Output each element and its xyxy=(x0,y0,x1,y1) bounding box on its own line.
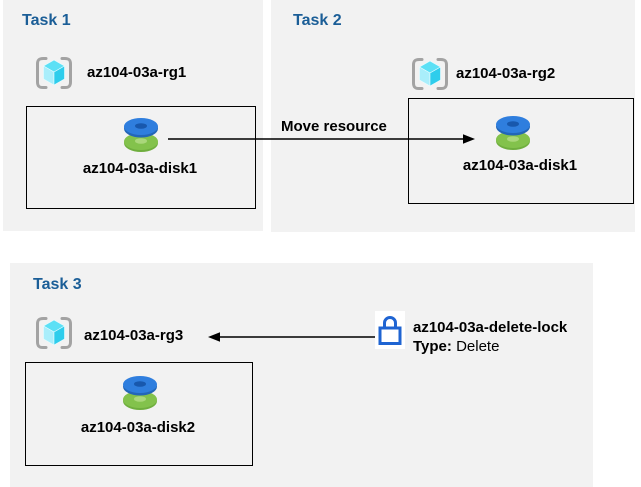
lock-icon xyxy=(375,311,405,349)
move-resource-label: Move resource xyxy=(281,118,387,135)
task2-title: Task 2 xyxy=(293,12,342,29)
lock-type-label: Type: xyxy=(413,338,452,355)
task3-title: Task 3 xyxy=(33,276,82,293)
task1-panel xyxy=(3,0,263,231)
lock-name: az104-03a-delete-lock xyxy=(413,319,568,336)
task3-panel xyxy=(10,263,593,487)
task1-resource-group-label: az104-03a-rg1 xyxy=(87,64,187,81)
disk-icon xyxy=(119,115,163,155)
lock-chip xyxy=(375,311,405,349)
task2-resource-label: az104-03a-disk1 xyxy=(462,157,578,174)
lock-text-block: az104-03a-delete-lock Type: Delete xyxy=(413,318,567,356)
task1-resource-label: az104-03a-disk1 xyxy=(82,160,198,177)
disk-icon xyxy=(118,373,162,413)
resource-group-icon xyxy=(409,55,451,93)
resource-group-icon xyxy=(33,54,75,92)
task2-panel xyxy=(271,0,635,232)
lock-type-value: Delete xyxy=(456,338,500,355)
resource-group-icon xyxy=(33,314,75,352)
task2-resource-box xyxy=(408,98,634,204)
task3-resource-box xyxy=(25,362,253,466)
task2-resource-group-label: az104-03a-rg2 xyxy=(456,65,556,82)
task3-resource-label: az104-03a-disk2 xyxy=(80,419,196,436)
task3-resource-group-label: az104-03a-rg3 xyxy=(84,327,184,344)
disk-icon xyxy=(491,113,535,153)
task1-title: Task 1 xyxy=(22,12,71,29)
task1-resource-box xyxy=(26,106,256,209)
